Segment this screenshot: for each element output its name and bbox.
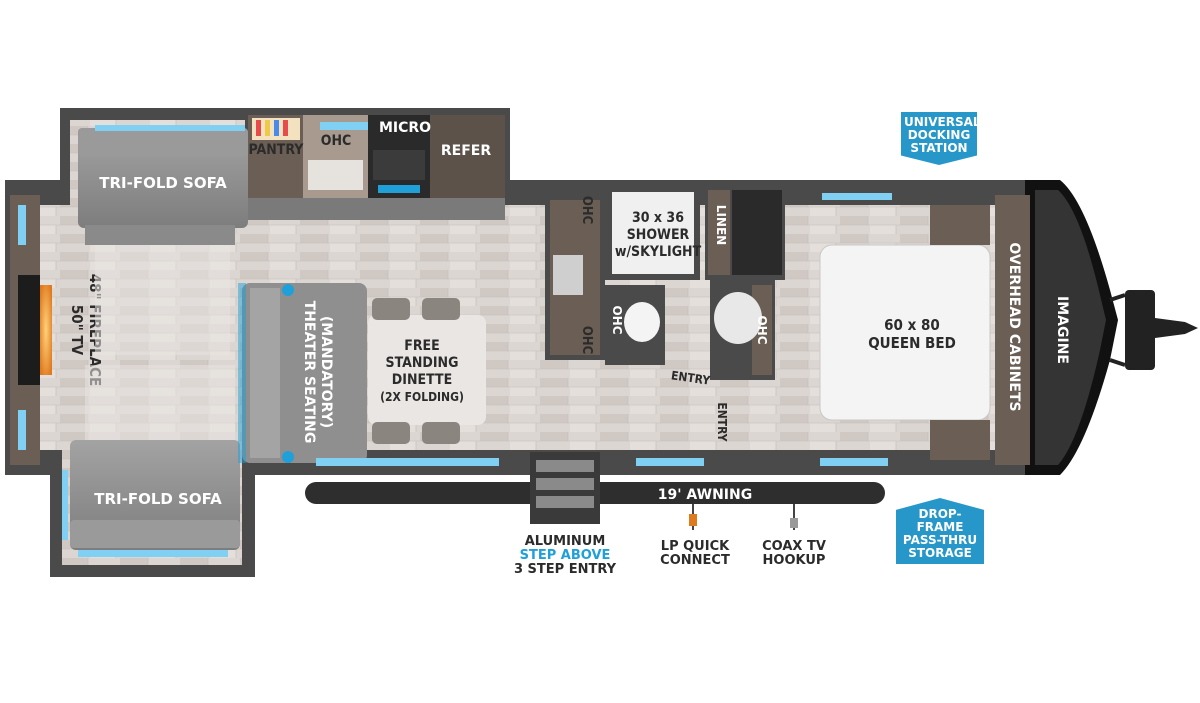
micro-label: MICRO <box>379 120 431 136</box>
tri-fold-sofa-top <box>78 125 248 355</box>
step-line-3: 3 STEP ENTRY <box>513 562 617 577</box>
theater-seating <box>238 283 367 463</box>
vanity-ohc-label: OHC <box>755 315 769 344</box>
hitch <box>1109 290 1198 370</box>
toilet-ohc-label: OHC <box>610 305 624 334</box>
pass-thru-storage-badge: DROP-FRAME PASS-THRU STORAGE <box>896 498 984 564</box>
sofa-top-label: TRI-FOLD SOFA <box>99 174 227 192</box>
bath-ohc-bottom: OHC <box>579 326 594 354</box>
overhead-cabinets-label: OVERHEAD CABINETS <box>1006 242 1022 411</box>
bath-entry-label: ENTRY <box>670 368 711 387</box>
tri-fold-sofa-bottom <box>62 365 240 557</box>
coax-callout: COAX TV HOOKUP <box>752 540 836 568</box>
sofa-bottom-label: TRI-FOLD SOFA <box>94 490 222 508</box>
lp-line-1: LP QUICK <box>660 539 730 554</box>
docking-line-2: DOCKING <box>907 128 971 142</box>
step-line-1: ALUMINUM <box>524 534 606 549</box>
main-entry-label: ENTRY <box>715 402 729 441</box>
bedroom <box>819 195 1030 465</box>
bath-ohc-top: OHC <box>579 196 594 224</box>
windows <box>316 193 892 466</box>
storage-line-2: PASS-THRU <box>902 533 978 547</box>
docking-line-1: UNIVERSAL <box>904 115 981 129</box>
tv-fireplace <box>10 195 52 465</box>
kitchen-cabinets <box>248 115 505 220</box>
linen-label: LINEN <box>714 205 728 245</box>
coax-line-1: COAX TV <box>762 539 826 554</box>
lp-callout: LP QUICK CONNECT <box>650 540 740 568</box>
pantry-label: PANTRY <box>249 142 305 158</box>
awning <box>305 452 885 530</box>
shower-label-2: SHOWER <box>627 227 690 243</box>
docking-line-3: STATION <box>910 141 968 155</box>
bed-label-1: 60 x 80 <box>884 316 940 334</box>
theater-label: THEATER SEATING <box>301 301 317 444</box>
step-line-2: STEP ABOVE <box>519 548 611 563</box>
kitchen-ohc-label: OHC <box>321 133 352 149</box>
dinette-label-3: DINETTE <box>392 372 452 388</box>
bath-area <box>545 185 785 380</box>
docking-station-badge: UNIVERSAL DOCKING STATION <box>901 112 977 165</box>
bed-label-2: QUEEN BED <box>868 334 956 352</box>
storage-line-1: DROP-FRAME <box>916 507 964 534</box>
storage-line-3: STORAGE <box>908 546 972 560</box>
awning-label: 19' AWNING <box>658 487 752 503</box>
dinette-label-1: FREE <box>404 338 440 354</box>
shower-label-1: 30 x 36 <box>632 210 684 226</box>
tv-label: 50" TV <box>68 305 86 356</box>
coax-line-2: HOOKUP <box>762 553 826 568</box>
refer-label: REFER <box>441 143 491 159</box>
dinette-label-4: (2X FOLDING) <box>380 390 464 404</box>
dinette <box>368 298 486 444</box>
brand-label: IMAGINE <box>1054 296 1070 364</box>
dinette-label-2: STANDING <box>386 355 459 371</box>
step-callout: ALUMINUM STEP ABOVE 3 STEP ENTRY <box>500 535 630 577</box>
shower-label-3: w/SKYLIGHT <box>615 244 702 260</box>
lp-line-2: CONNECT <box>660 553 730 568</box>
theater-sub-label: (MANDATORY) <box>318 316 334 428</box>
